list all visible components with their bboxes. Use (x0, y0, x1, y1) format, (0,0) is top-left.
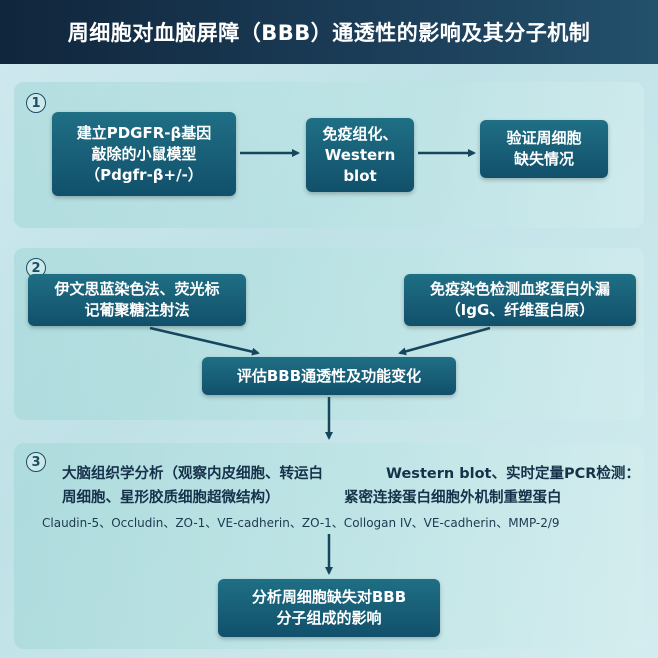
dye-box: 伊文思蓝染色法、荧光标 记葡聚糖注射法 (28, 274, 246, 326)
verify-line-1: 验证周细胞 (506, 129, 582, 147)
arrow-immuno-to-evaluate (398, 326, 491, 356)
step-1-badge: 1 (26, 93, 46, 113)
protein-list: Claudin-5、Occludin、ZO-1、VE-cadherin、ZO-1… (42, 516, 560, 530)
model-line-1: 建立PDGFR-β基因 (76, 123, 212, 142)
verify-line-2: 缺失情况 (513, 150, 574, 168)
dye-line-2: 记葡聚糖注射法 (84, 301, 190, 319)
histology-text-line-1: 大脑组织学分析（观察内皮细胞、转运白 (62, 466, 323, 482)
evaluate-box: 评估BBB通透性及功能变化 (202, 357, 456, 395)
step-3-badge: 3 (26, 452, 46, 472)
methods-line-3: blot (343, 166, 377, 185)
methods-box: 免疫组化、 Western blot (306, 118, 414, 192)
title-bar: 周细胞对血脑屏障（BBB）通透性的影响及其分子机制 (0, 0, 658, 64)
immuno-line-1: 免疫染色检测血浆蛋白外漏 (429, 280, 610, 298)
arrow-dye-to-evaluate (149, 326, 260, 356)
model-line-3: （Pdgfr-β+/-） (85, 165, 203, 184)
model-line-2: 敲除的小鼠模型 (91, 144, 197, 163)
methods-line-2: Western (324, 145, 396, 164)
histology-text-line-2: 周细胞、星形胶质细胞超微结构） (62, 490, 280, 506)
dye-line-1: 伊文思蓝染色法、荧光标 (54, 280, 220, 298)
result-line-1: 分析周细胞缺失对BBB (251, 588, 407, 606)
immuno-box: 免疫染色检测血浆蛋白外漏 （IgG、纤维蛋白原） (404, 274, 636, 326)
evaluate-line-1: 评估BBB通透性及功能变化 (236, 366, 422, 385)
result-line-2: 分子组成的影响 (276, 609, 382, 627)
result-box: 分析周细胞缺失对BBB 分子组成的影响 (218, 579, 440, 637)
immuno-line-2: （IgG、纤维蛋白原） (445, 301, 595, 319)
molecular-text-line-1: Western blot、实时定量PCR检测： (386, 466, 640, 482)
model-box: 建立PDGFR-β基因 敲除的小鼠模型 （Pdgfr-β+/-） (52, 112, 236, 196)
verify-box: 验证周细胞 缺失情况 (480, 120, 608, 178)
diagram-title: 周细胞对血脑屏障（BBB）通透性的影响及其分子机制 (67, 21, 591, 45)
molecular-text-line-2: 紧密连接蛋白细胞外机制重塑蛋白 (344, 490, 562, 506)
methods-line-1: 免疫组化、 (322, 124, 398, 143)
